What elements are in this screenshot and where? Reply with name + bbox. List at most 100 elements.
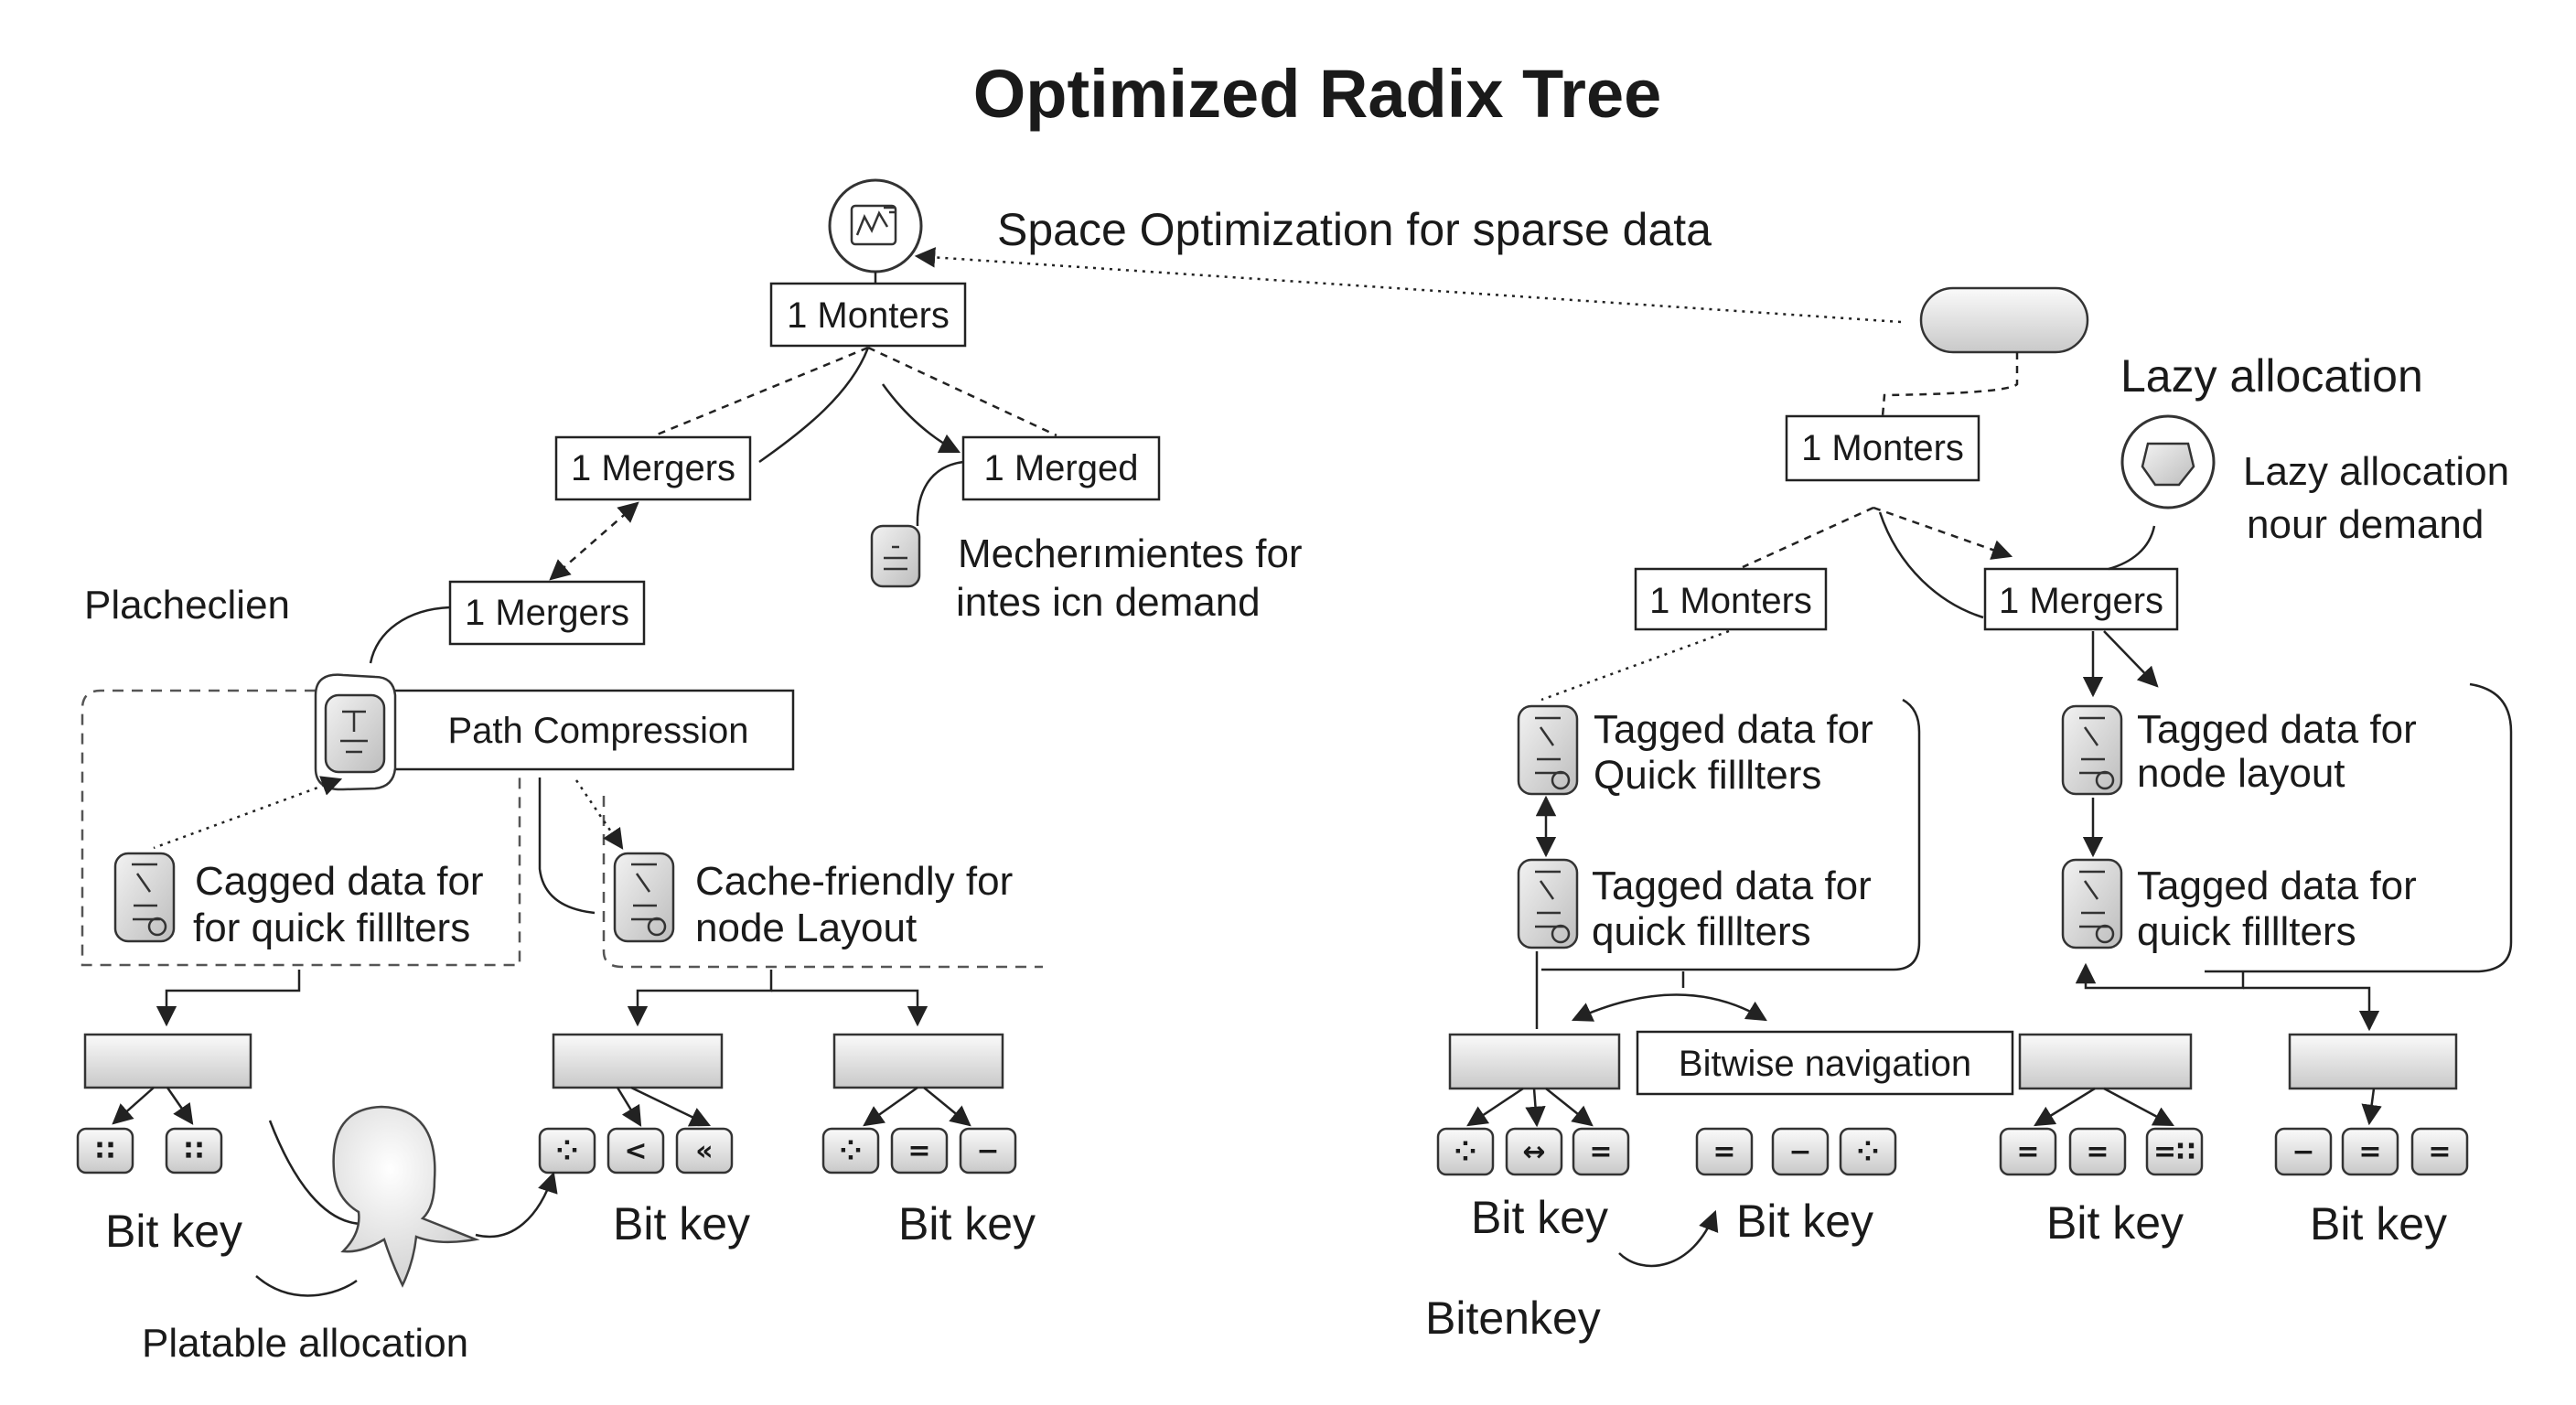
tag-quick-3-line1: Tagged data for	[2137, 863, 2417, 908]
sparse-data-pill	[1919, 286, 2089, 354]
key-k15	[1999, 1127, 2057, 1176]
left-leaf-1	[83, 1033, 252, 1089]
tag-layout-line2: node layout	[2137, 751, 2345, 796]
cache-friendly-icon	[613, 852, 675, 943]
diagram-title: Optimized Radix Tree	[973, 56, 1662, 132]
left-bit-key-label-3: Bit key	[898, 1198, 1036, 1249]
left-merged-node	[961, 435, 1161, 501]
right-bit-keys: ⁘ ↔ = = − ⁘ = = =∷ − = =	[1436, 1127, 2469, 1176]
lazy-allocation-title: Lazy allocation	[2120, 350, 2423, 402]
left-dashed-group-a	[80, 689, 521, 967]
lazy-allocation-line1: Lazy allocation	[2243, 449, 2509, 494]
tag-quick-icon-3	[2061, 858, 2123, 949]
tag-quick-icon-1	[1517, 704, 1579, 796]
cache-friendly-line2: node Layout	[695, 906, 917, 950]
right-bracket-right	[2205, 682, 2513, 973]
path-compression-icon	[314, 673, 397, 791]
key-k11	[1572, 1127, 1630, 1176]
cache-friendly-line1: Cache-friendly for	[695, 859, 1013, 904]
key-k17	[2145, 1127, 2204, 1176]
right-bit-key-label-4: Bit key	[2310, 1198, 2447, 1249]
key-glyph-k5: «	[695, 1135, 713, 1167]
key-glyph-k20: =	[2428, 1136, 2451, 1168]
key-k12	[1695, 1127, 1754, 1176]
key-k1	[76, 1127, 134, 1174]
mechanism-icon	[870, 524, 921, 588]
key-k14	[1839, 1127, 1897, 1176]
right-leaf-3	[2018, 1033, 2193, 1090]
left-mergers-label-a: 1 Mergers	[571, 448, 735, 488]
left-bit-key-label-1: Bit key	[105, 1206, 242, 1257]
key-k3	[538, 1127, 596, 1174]
sparse-link-line	[914, 247, 1902, 324]
path-compression-label: Path Compression	[447, 711, 748, 751]
bitwise-navigation-label: Bitwise navigation	[1679, 1044, 1971, 1084]
tag-layout-line1: Tagged data for	[2137, 707, 2417, 752]
key-glyph-k6: ⁘	[839, 1135, 862, 1167]
key-k16	[2068, 1127, 2127, 1176]
tag-quick-3-line2: quick filllters	[2137, 909, 2356, 954]
right-monters-node	[1634, 567, 1828, 631]
key-k7	[890, 1127, 949, 1174]
placeholder-label: Placheclien	[84, 583, 290, 627]
left-mergers-node-b	[448, 580, 646, 646]
octopus-mascot-icon	[255, 1105, 558, 1297]
key-glyph-k17: =∷	[2153, 1136, 2195, 1168]
right-leaf-1	[1448, 1033, 1621, 1090]
right-bracket-left	[1541, 698, 1921, 971]
key-k9	[1436, 1127, 1495, 1176]
tag-quick-2-line2: quick filllters	[1592, 909, 1811, 954]
left-leaf-3	[832, 1033, 1004, 1089]
key-glyph-k16: =	[2086, 1136, 2109, 1168]
space-optimization-note: Space Optimization for sparse data	[997, 204, 1712, 255]
key-glyph-k12: =	[1712, 1136, 1735, 1168]
left-mergers-node-a	[554, 435, 752, 501]
key-glyph-k13: −	[1788, 1136, 1811, 1168]
tag-layout-icon	[2061, 704, 2123, 796]
key-k19	[2341, 1127, 2399, 1176]
key-k20	[2410, 1127, 2469, 1176]
cagged-data-line1: Cagged data for	[195, 859, 484, 904]
left-merged-label: 1 Merged	[984, 448, 1139, 488]
tag-quick-1-line2: Quick filllters	[1594, 753, 1821, 798]
root-chart-icon	[828, 178, 923, 273]
mechanism-note-line2: intes iсn demand	[956, 580, 1261, 625]
key-glyph-k14: ⁘	[1856, 1136, 1879, 1168]
key-k10	[1505, 1127, 1563, 1176]
key-glyph-k1: ∷	[96, 1135, 115, 1167]
key-glyph-k4: <	[624, 1135, 647, 1167]
key-k5	[675, 1127, 734, 1174]
right-bit-key-label-1: Bit key	[1471, 1192, 1608, 1243]
left-bit-keys: ∷ ∷ ⁘ < « ⁘ = −	[76, 1127, 1017, 1174]
key-k4	[606, 1127, 665, 1174]
left-dashed-group-b	[602, 796, 1043, 969]
key-glyph-k18: −	[2292, 1136, 2314, 1168]
right-mergers-label: 1 Mergers	[1999, 581, 2163, 621]
key-k18	[2274, 1127, 2333, 1176]
right-root-node	[1785, 414, 1980, 482]
key-glyph-k10: ↔	[1522, 1136, 1545, 1168]
lazy-allocation-line2: nour demand	[2247, 502, 2484, 547]
tag-quick-icon-2	[1517, 858, 1579, 949]
bitenkey-label: Bitenkey	[1425, 1292, 1601, 1344]
key-glyph-k11: =	[1589, 1136, 1612, 1168]
key-k13	[1771, 1127, 1830, 1176]
key-k2	[165, 1127, 223, 1174]
right-leaf-4	[2288, 1033, 2458, 1090]
left-mergers-label-b: 1 Mergers	[465, 593, 629, 633]
tag-quick-2-line1: Tagged data for	[1592, 863, 1872, 908]
left-root-node	[769, 282, 967, 348]
right-bit-key-label-2: Bit key	[1736, 1196, 1873, 1247]
key-glyph-k15: =	[2016, 1136, 2039, 1168]
left-bit-key-label-2: Bit key	[613, 1198, 750, 1249]
right-root-label: 1 Monters	[1801, 428, 1964, 468]
cagged-data-line2: for quick filllters	[193, 906, 470, 950]
key-glyph-k8: −	[976, 1135, 999, 1167]
right-mergers-node	[1983, 567, 2179, 631]
key-glyph-k3: ⁘	[555, 1135, 578, 1167]
key-glyph-k2: ∷	[185, 1135, 204, 1167]
key-glyph-k7: =	[907, 1135, 930, 1167]
key-k8	[959, 1127, 1017, 1174]
left-root-label: 1 Monters	[787, 295, 950, 336]
